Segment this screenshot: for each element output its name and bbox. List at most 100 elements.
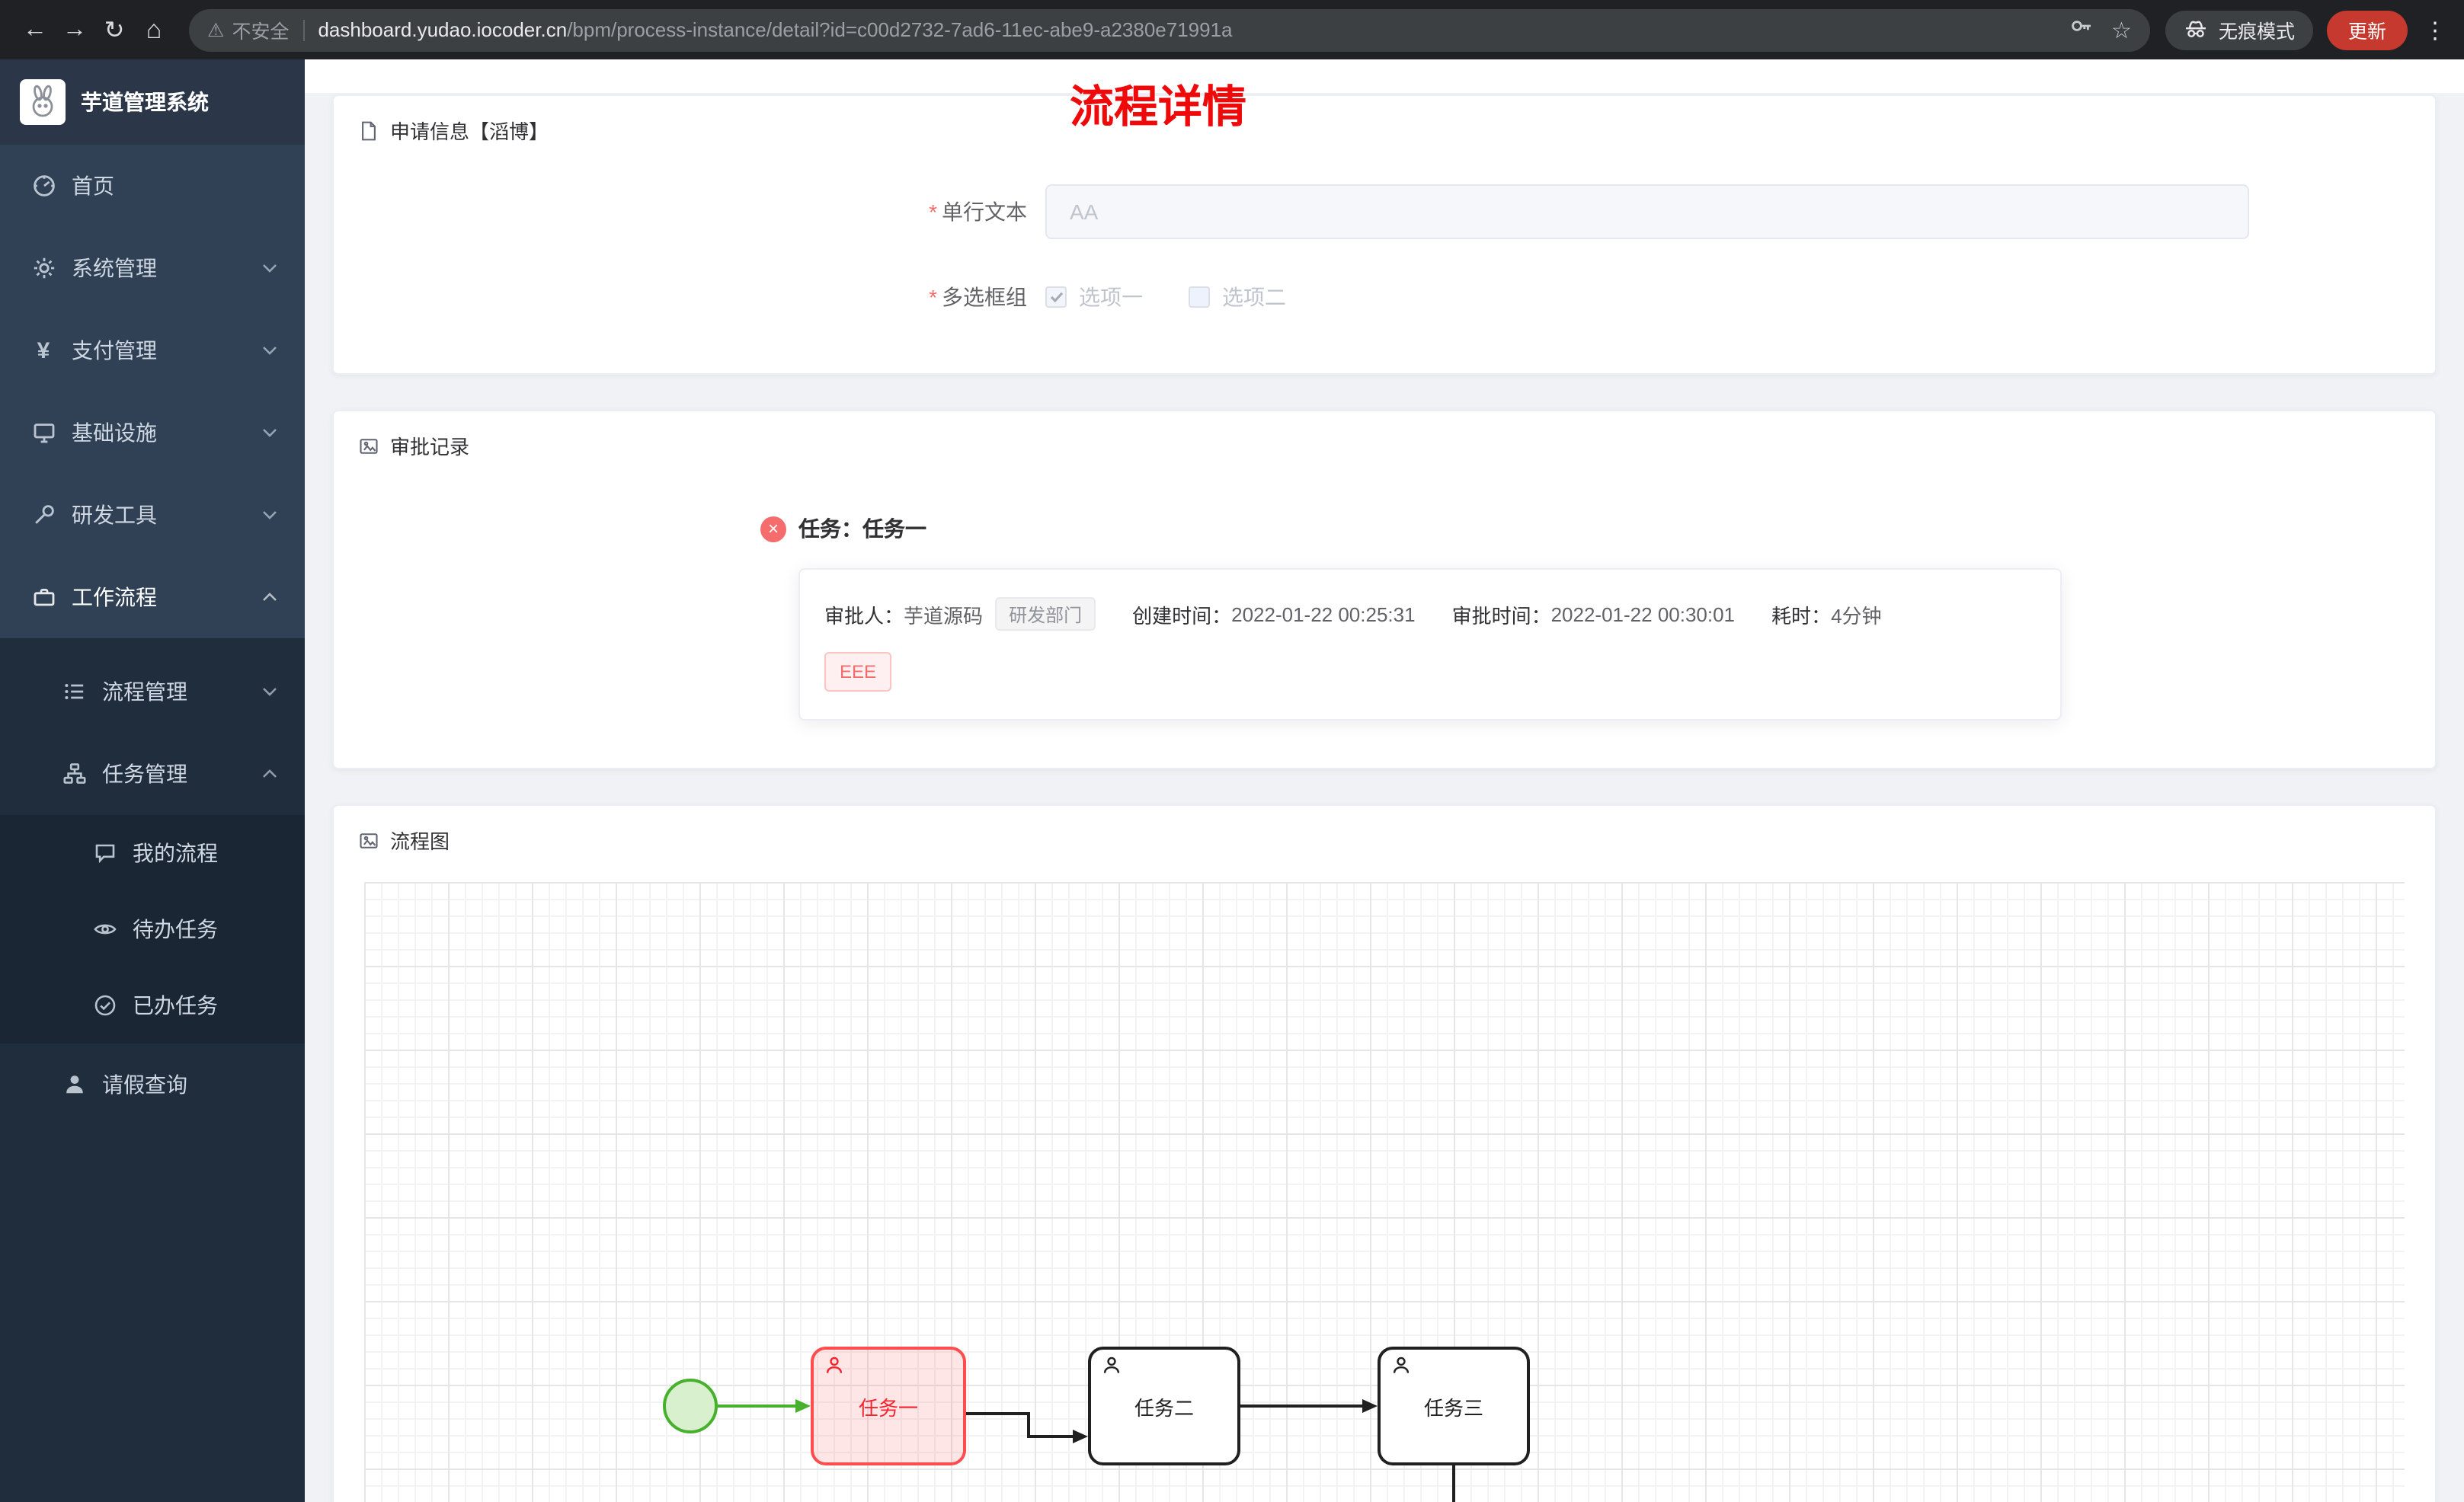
- omnibox-divider: [302, 19, 305, 40]
- field-label: *单行文本: [929, 200, 1027, 224]
- create-time-group: 创建时间： 2022-01-22 00:25:31: [1132, 599, 1415, 628]
- sidebar-item-label: 系统管理: [72, 256, 157, 280]
- sidebar-item-process-management[interactable]: 流程管理: [0, 650, 305, 733]
- field-label: *多选框组: [929, 285, 1027, 309]
- reload-icon[interactable]: ↻: [104, 18, 125, 43]
- checkbox-option-2[interactable]: 选项二: [1189, 282, 1286, 312]
- approve-time-label: 审批时间：: [1451, 604, 1551, 627]
- create-time-label: 创建时间：: [1132, 604, 1232, 627]
- incognito-icon: [2184, 16, 2208, 43]
- app-logo: 芋道管理系统: [0, 59, 305, 145]
- required-mark: *: [929, 285, 937, 309]
- chat-icon: [91, 841, 117, 865]
- task-title: 任务：任务一: [798, 516, 926, 541]
- timeline-task-row: × 任务：任务一: [760, 513, 2411, 544]
- bpmn-task-3[interactable]: 任务三: [1378, 1347, 1530, 1465]
- update-button[interactable]: 更新: [2326, 10, 2408, 50]
- eye-icon: [91, 917, 117, 941]
- sidebar-item-home[interactable]: 首页: [0, 145, 305, 227]
- comment-tag: EEE: [824, 652, 892, 692]
- bpmn-task-1[interactable]: 任务一: [811, 1347, 966, 1465]
- process-diagram-card: 流程图: [332, 804, 2437, 1502]
- sidebar-item-infrastructure[interactable]: 基础设施: [0, 391, 305, 474]
- approver-group: 审批人： 芋道源码 研发部门: [824, 597, 1096, 631]
- sidebar-item-payment[interactable]: ¥ 支付管理: [0, 309, 305, 391]
- page-title: 流程详情: [1069, 84, 1247, 133]
- sidebar: 芋道管理系统 首页 系统管理 ¥ 支付管理: [0, 59, 305, 1502]
- single-line-text-input[interactable]: [1045, 184, 2249, 239]
- menu-dots-icon[interactable]: ⋮: [2424, 18, 2446, 43]
- bpmn-task-label: 任务三: [1423, 1396, 1483, 1419]
- sidebar-item-devtools[interactable]: 研发工具: [0, 474, 305, 556]
- gear-icon: [30, 256, 56, 280]
- checkbox-label: 选项一: [1079, 285, 1143, 309]
- chevron-down-icon: [263, 429, 277, 437]
- sidebar-item-task-management[interactable]: 任务管理: [0, 733, 305, 815]
- chevron-down-icon: [263, 347, 277, 355]
- chevron-up-icon: [263, 769, 277, 778]
- sidebar-item-todo-tasks[interactable]: 待办任务: [0, 891, 305, 967]
- user-task-icon: [1102, 1356, 1122, 1376]
- approve-card-title: 审批记录: [390, 436, 470, 459]
- checkbox-unchecked-icon: [1189, 286, 1210, 308]
- sidebar-filler: [0, 1126, 305, 1502]
- approve-time-group: 审批时间： 2022-01-22 00:30:01: [1452, 599, 1735, 628]
- main-content: 流程详情 申请信息【滔博】 *单行文本 *多选框组: [305, 59, 2464, 1502]
- dept-tag: 研发部门: [995, 597, 1096, 631]
- chevron-up-icon: [263, 593, 277, 601]
- sidebar-item-done-tasks[interactable]: 已办任务: [0, 967, 305, 1043]
- apply-card-header: 申请信息【滔博】: [334, 96, 2435, 160]
- monitor-icon: [30, 420, 56, 445]
- sidebar-item-label: 任务管理: [102, 762, 187, 786]
- briefcase-icon: [30, 585, 56, 609]
- app-title: 芋道管理系统: [81, 90, 209, 114]
- form-row-checkbox: *多选框组 选项一 选项二: [905, 282, 2435, 312]
- bpmn-task-label: 任务二: [1134, 1396, 1194, 1419]
- security-chip[interactable]: ⚠ 不安全: [207, 15, 289, 44]
- star-icon[interactable]: ☆: [2111, 18, 2132, 43]
- sidebar-item-workflow[interactable]: 工作流程: [0, 556, 305, 638]
- dashboard-icon: [30, 174, 56, 198]
- list-icon: [61, 679, 87, 704]
- picture-icon: [358, 435, 379, 456]
- bpmn-task-2[interactable]: 任务二: [1088, 1347, 1240, 1465]
- checkbox-checked-icon: [1045, 286, 1067, 308]
- checkbox-option-1[interactable]: 选项一: [1045, 282, 1143, 312]
- chevron-down-icon: [263, 264, 277, 273]
- approve-card-header: 审批记录: [334, 411, 2435, 475]
- duration-group: 耗时： 4分钟: [1771, 599, 1882, 628]
- user-icon: [61, 1072, 87, 1097]
- sidebar-item-label: 研发工具: [72, 503, 157, 527]
- url-path: /bpm/process-instance/detail?id=c00d2732…: [567, 18, 1233, 41]
- error-status-icon: ×: [760, 516, 786, 542]
- approve-detail-row: 审批人： 芋道源码 研发部门 创建时间： 2022-01-22 00:25:31…: [824, 597, 2036, 631]
- user-task-icon: [1391, 1356, 1411, 1376]
- address-bar[interactable]: ⚠ 不安全 dashboard.yudao.iocoder.cn/bpm/pro…: [189, 8, 2150, 51]
- apply-info-card: 申请信息【滔博】 *单行文本 *多选框组 选: [332, 94, 2437, 375]
- key-icon[interactable]: [2069, 14, 2093, 46]
- forward-icon[interactable]: →: [62, 16, 87, 42]
- bpmn-start-event[interactable]: [663, 1379, 718, 1433]
- diagram-card-header: 流程图: [334, 806, 2435, 870]
- url-domain: dashboard.yudao.iocoder.cn: [318, 18, 568, 41]
- diagram-card-title: 流程图: [390, 830, 450, 853]
- browser-toolbar: ← → ↻ ⌂ ⚠ 不安全 dashboard.yudao.iocoder.cn…: [0, 0, 2464, 59]
- sidebar-item-system[interactable]: 系统管理: [0, 227, 305, 309]
- incognito-badge: 无痕模式: [2165, 10, 2313, 50]
- approve-record-card: 审批记录 × 任务：任务一 审批人： 芋道源码 研: [332, 410, 2437, 769]
- workflow-submenu: 流程管理 任务管理 我的流程: [0, 638, 305, 1126]
- checkbox-group: 选项一 选项二: [1045, 282, 1286, 312]
- user-task-icon: [824, 1356, 844, 1376]
- rabbit-logo-icon: [20, 79, 66, 125]
- approver-name: 芋道源码: [904, 604, 984, 627]
- create-time-value: 2022-01-22 00:25:31: [1231, 602, 1416, 625]
- sidebar-item-my-process[interactable]: 我的流程: [0, 815, 305, 891]
- sidebar-item-label: 首页: [72, 174, 114, 198]
- sidebar-item-label: 工作流程: [72, 585, 157, 609]
- required-mark: *: [929, 200, 937, 224]
- tree-icon: [61, 762, 87, 786]
- back-icon[interactable]: ←: [23, 16, 47, 42]
- sidebar-item-leave-query[interactable]: 请假查询: [0, 1043, 305, 1126]
- chevron-down-icon: [263, 688, 277, 696]
- home-icon[interactable]: ⌂: [146, 14, 162, 43]
